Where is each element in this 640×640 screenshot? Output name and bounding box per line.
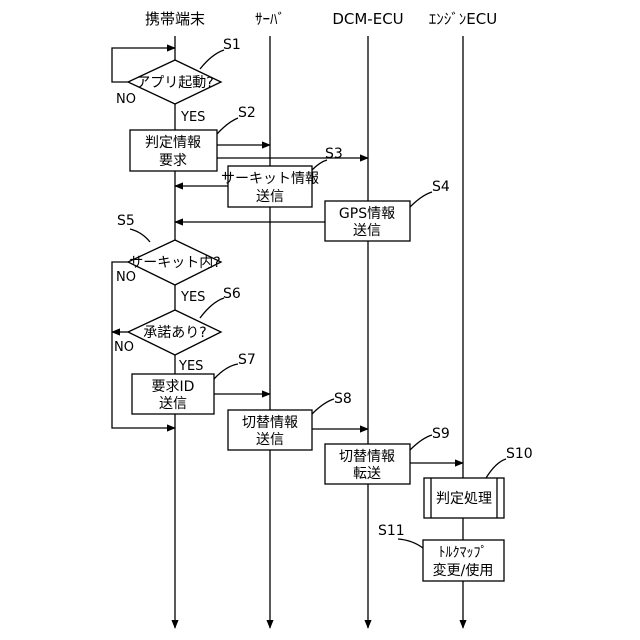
s8-label: S8 [334, 391, 352, 407]
s7-leader [214, 364, 238, 379]
s1-leader [200, 50, 224, 69]
s7-text-line1: 要求ID [152, 379, 195, 395]
s9-text-line2: 転送 [353, 466, 381, 482]
s11-label: S11 [378, 523, 405, 539]
s4-text-line1: GPS情報 [339, 206, 395, 222]
s10-text: 判定処理 [436, 491, 492, 507]
s2-text-line1: 判定情報 [145, 135, 201, 151]
s2-label: S2 [238, 105, 256, 121]
s9-leader [410, 435, 432, 450]
s1-label: S1 [223, 37, 241, 53]
s11-leader [398, 539, 423, 548]
s1-no-label: NO [116, 92, 136, 107]
s10-leader [486, 459, 506, 478]
s4-label: S4 [432, 179, 450, 195]
s5-yes-label: YES [180, 290, 205, 305]
s6-label: S6 [223, 286, 241, 302]
s9-text-line1: 切替情報 [339, 449, 395, 465]
s2-leader [217, 118, 238, 134]
s4-text-line2: 送信 [353, 223, 381, 239]
lifeline-title-server: ｻｰﾊﾞ [255, 10, 285, 28]
s6-decision-text: 承諾あり? [143, 325, 206, 341]
s1-decision-text: アプリ起動? [136, 75, 213, 91]
s5-leader [130, 229, 150, 242]
s8-text-line1: 切替情報 [242, 415, 298, 431]
s3-text-line1: サーキット情報 [221, 171, 319, 187]
lifeline-title-engine: ｴﾝｼﾞﾝECU [429, 10, 497, 28]
s9-label: S9 [432, 426, 450, 442]
s8-leader [312, 399, 334, 414]
s4-leader [410, 192, 432, 207]
s2-text-line2: 要求 [159, 153, 187, 169]
lifeline-title-mobile: 携帯端末 [145, 10, 205, 28]
s8-text-line2: 送信 [256, 432, 284, 448]
s7-text-line2: 送信 [159, 396, 187, 412]
s5-label: S5 [117, 213, 135, 229]
s11-text-line1: ﾄﾙｸﾏｯﾌﾟ [439, 545, 488, 561]
s6-no-label: NO [114, 340, 134, 355]
s1-yes-label: YES [180, 110, 205, 125]
s11-text-line2: 変更/使用 [433, 562, 494, 579]
s3-label: S3 [325, 146, 343, 162]
s10-label: S10 [506, 446, 533, 462]
s7-label: S7 [238, 352, 256, 368]
s6-yes-label: YES [178, 359, 203, 374]
s3-text-line2: 送信 [256, 189, 284, 205]
s5-no-label: NO [116, 270, 136, 285]
lifeline-title-dcm: DCM-ECU [332, 10, 403, 28]
s5-decision-text: サーキット内? [129, 255, 220, 271]
